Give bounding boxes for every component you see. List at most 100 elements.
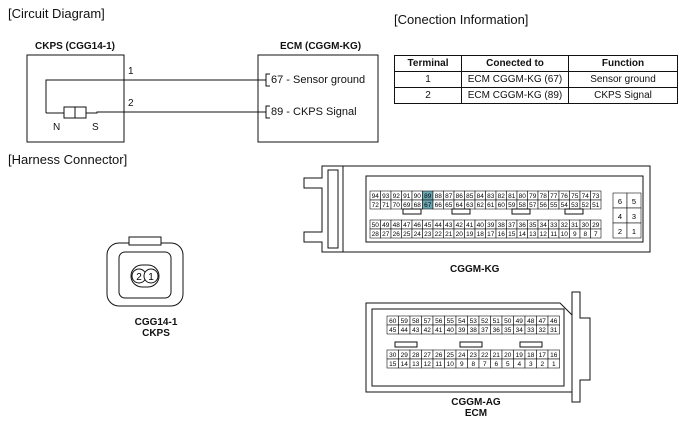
kg-side-pin-label: 4	[618, 212, 622, 221]
pin-cell: 68	[411, 199, 423, 210]
pin-label: 44	[435, 222, 443, 229]
pin-cell: 89	[422, 190, 434, 201]
pin-label: 36	[519, 222, 527, 229]
pin-label: 55	[550, 202, 558, 209]
pin-cell: 9	[569, 228, 581, 239]
pin-label: 15	[508, 231, 516, 238]
cell-function: CKPS Signal	[568, 87, 678, 104]
pin-label: 40	[477, 222, 485, 229]
pin-cell: 43	[443, 219, 455, 230]
pin-label: 71	[382, 202, 390, 209]
wire-1-label: 1	[128, 66, 134, 77]
harness-connector-heading: [Harness Connector]	[8, 152, 128, 167]
pin-cell: 59	[506, 199, 518, 210]
pin-cell: 71	[380, 199, 392, 210]
pin-box	[590, 228, 602, 239]
pin-cell: 70	[390, 199, 402, 210]
sensor-wire-2	[86, 111, 124, 114]
pin-cell: 27	[421, 349, 434, 360]
table-row: 1 ECM CGGM-KG (67) Sensor ground	[394, 71, 678, 88]
pin-label: 72	[372, 202, 380, 209]
pin-label: 61	[487, 202, 495, 209]
pin-cell: 42	[421, 324, 434, 335]
kg-side-pin-box	[626, 222, 642, 239]
pin-label: 10	[447, 361, 455, 368]
pin-cell: 14	[516, 228, 528, 239]
pin-label: 11	[550, 231, 557, 238]
pin-cell: 94	[369, 190, 381, 201]
pin-label: 30	[582, 222, 590, 229]
pin-cell: 7	[478, 358, 491, 369]
pin-cell: 67	[422, 199, 434, 210]
pin-cell: 18	[524, 349, 537, 360]
pin-cell: 69	[401, 199, 413, 210]
pin-cell: 1	[547, 358, 560, 369]
pin-label: 56	[540, 202, 548, 209]
pin-label: 36	[493, 327, 501, 334]
pin-cell: 13	[409, 358, 422, 369]
pin-cell: 11	[548, 228, 560, 239]
pin-cell: 49	[380, 219, 392, 230]
pin-cell: 40	[444, 324, 457, 335]
pin-label: 93	[382, 193, 390, 200]
pin-label: 39	[487, 222, 495, 229]
pin-cell: 76	[558, 190, 570, 201]
pin-cell: 12	[421, 358, 434, 369]
pin-label: 67	[424, 202, 432, 209]
ckps-pin-1-label: 1	[148, 272, 154, 283]
ckps-box	[26, 54, 125, 143]
pin-cell: 52	[478, 315, 491, 326]
pin-label: 44	[401, 327, 409, 334]
pin-cell: 16	[495, 228, 507, 239]
pin-cell: 38	[467, 324, 480, 335]
pin-label: 74	[582, 193, 590, 200]
kg-connector-ridge	[327, 169, 339, 249]
pin-label: 12	[424, 361, 432, 368]
pin-label: 41	[466, 222, 474, 229]
ckps-connector-name: CGG14-1	[134, 317, 178, 328]
pin-cell: 31	[569, 219, 581, 230]
pin-cell: 22	[432, 228, 444, 239]
pin-label: 45	[389, 327, 397, 334]
pin-cell: 44	[398, 324, 411, 335]
pin-label: 91	[403, 193, 411, 200]
pin-cell: 15	[386, 358, 399, 369]
pin-label: 19	[516, 352, 524, 359]
pin-cell: 23	[422, 228, 434, 239]
pin-cell: 36	[516, 219, 528, 230]
kg-side-pin-label: 2	[618, 227, 622, 236]
kg-key	[564, 208, 584, 215]
pin-label: 18	[527, 352, 535, 359]
pin-label: 59	[508, 202, 516, 209]
pin-label: 57	[529, 202, 537, 209]
pin-cell: 15	[506, 228, 518, 239]
pin-cell: 46	[411, 219, 423, 230]
pin-cell: 55	[548, 199, 560, 210]
pin-cell: 93	[380, 190, 392, 201]
pin-label: 8	[471, 361, 475, 368]
pin-label: 31	[550, 327, 558, 334]
pin-label: 50	[504, 318, 512, 325]
pin-cell: 80	[516, 190, 528, 201]
pin-label: 23	[470, 352, 478, 359]
pin-s-label: S	[92, 122, 99, 133]
pin-cell: 3	[524, 358, 537, 369]
pin-cell: 33	[524, 324, 537, 335]
pin-cell: 10	[444, 358, 457, 369]
pin-cell: 36	[490, 324, 503, 335]
pin-label: 57	[424, 318, 432, 325]
pin-cell: 59	[398, 315, 411, 326]
pin-cell: 24	[411, 228, 423, 239]
pin-label: 87	[445, 193, 453, 200]
ckps-title: CKPS (CGG14-1)	[35, 41, 116, 52]
pin-label: 25	[447, 352, 455, 359]
pin-cell: 39	[485, 219, 497, 230]
pin-cell: 49	[513, 315, 526, 326]
pin-label: 37	[508, 222, 516, 229]
pin-label: 49	[516, 318, 524, 325]
kg-side-pin-label: 6	[618, 197, 622, 206]
pin-cell: 87	[443, 190, 455, 201]
connection-info-heading: [Conection Information]	[394, 12, 529, 27]
pin-label: 21	[493, 352, 501, 359]
